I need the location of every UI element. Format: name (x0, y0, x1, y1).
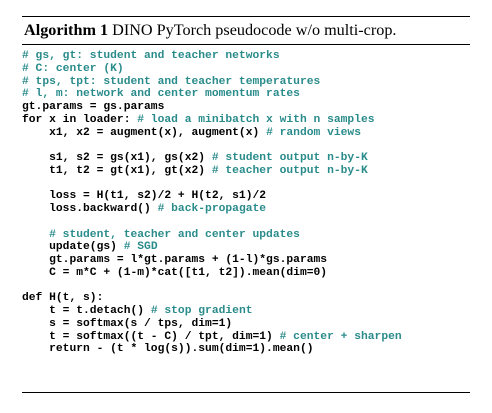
code-line: loss = H(t1, s2)/2 + H(t2, s1)/2 (22, 190, 470, 203)
code-text: C = m*C + (1-m)*cat([t1, t2]).mean(dim=0… (22, 266, 328, 279)
code-text: loss = H(t1, s2)/2 + H(t2, s1)/2 (22, 190, 267, 203)
code-line: # gs, gt: student and teacher networks (22, 50, 470, 63)
code-text: t = softmax((t - C) / tpt, dim=1) (22, 330, 280, 343)
code-text: update(gs) (22, 241, 124, 254)
code-text: s1, s2 = gs(x1), gs(x2) (22, 152, 212, 164)
blank-line (22, 280, 470, 293)
code-listing: # gs, gt: student and teacher networks# … (22, 50, 470, 356)
code-comment: # SGD (123, 241, 158, 254)
code-text: def H(t, s): (22, 292, 104, 305)
code-line: t = softmax((t - C) / tpt, dim=1) # cent… (22, 331, 470, 344)
code-comment: # C: center (K) (22, 62, 124, 75)
code-text: s = softmax(s / tps, dim=1) (22, 317, 233, 330)
code-text: loss.backward() (22, 203, 158, 215)
code-line: C = m*C + (1-m)*cat([t1, t2]).mean(dim=0… (22, 267, 470, 280)
code-comment: # student, teacher and center updates (49, 228, 300, 241)
code-comment: # load a minibatch x with n samples (137, 113, 375, 126)
code-line: gt.params = gs.params (22, 101, 470, 114)
code-comment: # back-propagate (157, 203, 267, 215)
code-text: t = t.detach() (22, 305, 151, 317)
code-line: gt.params = l*gt.params + (1-l)*gs.param… (22, 254, 470, 267)
code-text: t1, t2 = gt(x1), gt(x2) (22, 164, 212, 177)
code-line: s1, s2 = gs(x1), gs(x2) # student output… (22, 152, 470, 165)
caption-rule (22, 44, 470, 45)
code-comment: # center + sharpen (279, 330, 402, 343)
blank-line (22, 139, 470, 152)
code-comment: # tps, tpt: student and teacher temperat… (22, 75, 321, 88)
code-text: gt.params = gs.params (22, 101, 165, 113)
code-text: gt.params = l*gt.params + (1-l)*gs.param… (22, 254, 328, 266)
blank-line (22, 178, 470, 191)
code-line: # student, teacher and center updates (22, 229, 470, 242)
code-line: loss.backward() # back-propagate (22, 203, 470, 216)
algorithm-label: Algorithm 1 (24, 21, 109, 39)
code-line: x1, x2 = augment(x), augment(x) # random… (22, 127, 470, 140)
code-text (22, 229, 49, 241)
code-text: for x in loader: (22, 113, 138, 126)
code-comment: # teacher output n-by-K (211, 164, 368, 177)
code-comment: # student output n-by-K (211, 152, 368, 164)
code-line: t = t.detach() # stop gradient (22, 305, 470, 318)
code-line: def H(t, s): (22, 292, 470, 305)
algorithm-block: Algorithm 1 DINO PyTorch pseudocode w/o … (22, 16, 470, 356)
code-comment: # gs, gt: student and teacher networks (22, 50, 280, 62)
code-line: update(gs) # SGD (22, 241, 470, 254)
code-line: for x in loader: # load a minibatch x wi… (22, 114, 470, 127)
bottom-rule (22, 392, 470, 393)
algorithm-caption: Algorithm 1 DINO PyTorch pseudocode w/o … (22, 17, 470, 44)
code-line: return - (t * log(s)).sum(dim=1).mean() (22, 343, 470, 356)
code-line: # l, m: network and center momentum rate… (22, 88, 470, 101)
code-comment: # stop gradient (150, 305, 253, 317)
code-line: # tps, tpt: student and teacher temperat… (22, 76, 470, 89)
code-comment: # l, m: network and center momentum rate… (22, 88, 300, 101)
code-line: s = softmax(s / tps, dim=1) (22, 318, 470, 331)
code-line: t1, t2 = gt(x1), gt(x2) # teacher output… (22, 165, 470, 178)
code-line: # C: center (K) (22, 63, 470, 76)
algorithm-title: DINO PyTorch pseudocode w/o multi-crop. (112, 21, 397, 39)
top-rule (22, 16, 470, 17)
code-comment: # random views (266, 126, 361, 139)
blank-line (22, 216, 470, 229)
code-text: x1, x2 = augment(x), augment(x) (22, 126, 267, 139)
code-text: return - (t * log(s)).sum(dim=1).mean() (22, 343, 314, 356)
